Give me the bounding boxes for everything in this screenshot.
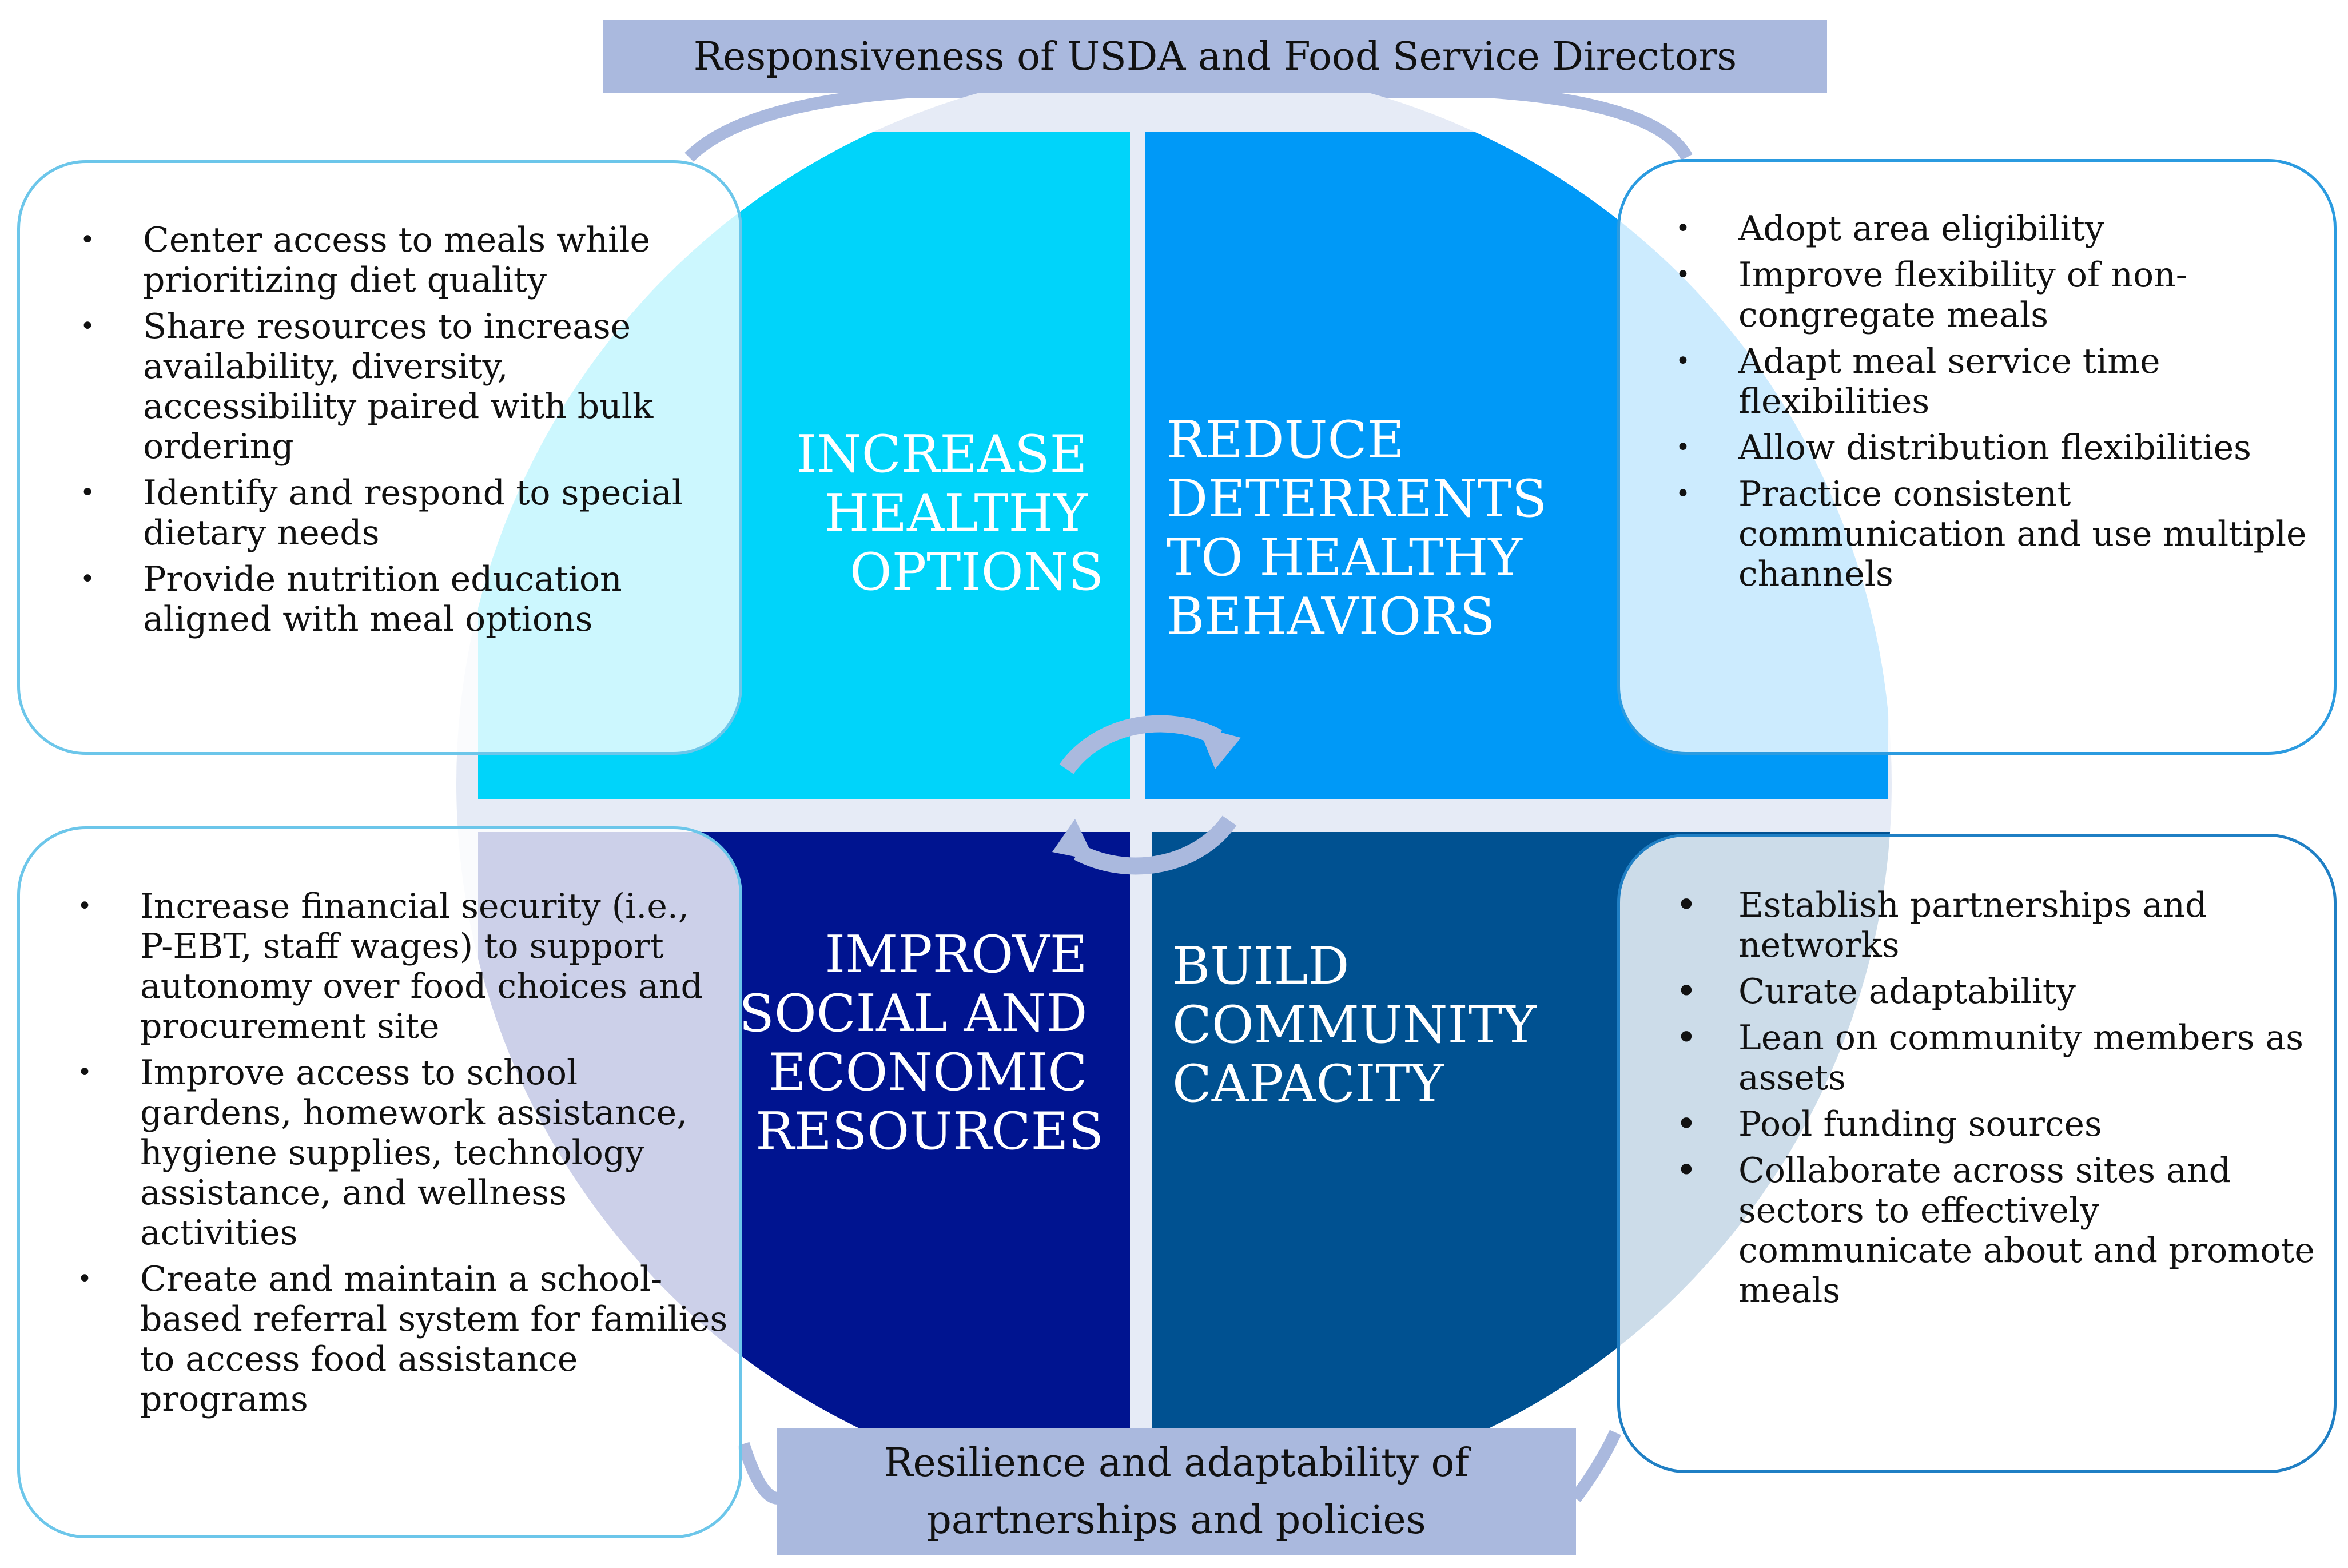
bullet-icon: • [1676, 479, 1690, 508]
cycle-arrowhead-icon [1052, 819, 1095, 861]
list-item: •Curate adaptability [1676, 970, 2076, 1013]
title-increase-healthy-options: INCREASE HEALTHY OPTIONS [796, 424, 1104, 602]
title-build-community-capacity: BUILD COMMUNITY CAPACITY [1172, 936, 1553, 1114]
list-item: •Identify and respond to special dietary… [80, 473, 683, 553]
strategy-box-reduce-deterrents [1617, 159, 2337, 755]
strategy-box-improve-social-economic [17, 826, 742, 1538]
list-item: •Share resources to increase availabilit… [80, 307, 654, 467]
title-line: SOCIAL AND [739, 984, 1087, 1044]
bullet-list-improve-social-economic: •Increase financial security (i.e., P-EB… [20, 886, 729, 1426]
list-item: •Practice consistent communication and u… [1676, 474, 2307, 594]
banner-resilience: Resilience and adaptability of partnersh… [777, 1428, 1576, 1555]
title-line: TO HEALTHY [1167, 528, 1523, 588]
list-item: •Lean on community members as assets [1676, 1017, 2304, 1098]
bullet-icon: • [80, 225, 95, 254]
title-line: CAPACITY [1172, 1054, 1445, 1114]
bullet-icon: • [1676, 347, 1690, 376]
bottom-connector-arc [737, 1430, 1622, 1505]
cycle-arrows-icon [1059, 715, 1237, 875]
list-item: •Adapt meal service time flexibilities [1676, 341, 2160, 421]
list-item: •Create and maintain a school-based refe… [77, 1259, 728, 1419]
banner-text-line: partnerships and policies [926, 1498, 1426, 1543]
bullet-list-build-community-capacity: •Establish partnerships and networks •Cu… [1618, 885, 2327, 1317]
title-line: RESOURCES [755, 1101, 1104, 1161]
title-line: HEALTHY [825, 483, 1088, 543]
bullet-list-reduce-deterrents: •Adopt area eligibility •Improve flexibi… [1618, 209, 2327, 600]
list-item: •Provide nutrition education aligned wit… [80, 559, 622, 639]
bullet-icon: • [77, 1058, 92, 1087]
title-line: DETERRENTS [1167, 469, 1547, 529]
bullet-icon: • [1676, 260, 1690, 289]
bullet-icon: • [77, 1264, 92, 1294]
cycle-arrowhead-icon [1198, 726, 1241, 769]
bullet-icon: • [80, 564, 95, 594]
title-line: BUILD [1172, 936, 1349, 996]
title-improve-social-economic: IMPROVE SOCIAL AND ECONOMIC RESOURCES [739, 925, 1104, 1161]
bullet-icon: • [1676, 1017, 1697, 1059]
bullet-icon: • [1676, 214, 1690, 243]
list-item: •Increase financial security (i.e., P-EB… [77, 886, 703, 1046]
list-item: •Improve flexibility of non-congregate m… [1676, 255, 2187, 335]
list-item: •Allow distribution flexibilities [1676, 428, 2251, 468]
list-item: •Pool funding sources [1676, 1103, 2102, 1145]
title-line: COMMUNITY [1172, 995, 1537, 1055]
bullet-list-increase-healthy-options: •Center access to meals while prioritizi… [23, 220, 732, 646]
strategy-box-build-community-capacity [1617, 834, 2337, 1473]
bullet-icon: • [1676, 1103, 1697, 1145]
title-reduce-deterrents: REDUCE DETERRENTS TO HEALTHY BEHAVIORS [1167, 410, 1563, 647]
title-line: INCREASE [796, 424, 1087, 484]
bullet-icon: • [1676, 884, 1697, 926]
bullet-icon: • [1676, 433, 1690, 462]
strategy-box-increase-healthy-options [17, 160, 742, 755]
bullet-icon: • [77, 892, 92, 921]
title-line: ECONOMIC [769, 1042, 1087, 1103]
banner-responsiveness: Responsiveness of USDA and Food Service … [603, 20, 1827, 93]
list-item: •Adopt area eligibility [1676, 209, 2104, 249]
list-item: •Collaborate across sites and sectors to… [1676, 1149, 2315, 1311]
title-line: BEHAVIORS [1167, 587, 1495, 647]
bullet-icon: • [1676, 1149, 1697, 1192]
list-item: •Center access to meals while prioritizi… [80, 220, 650, 300]
banner-text: Responsiveness of USDA and Food Service … [693, 34, 1737, 79]
list-item: •Improve access to school gardens, homew… [77, 1053, 688, 1253]
title-line: OPTIONS [850, 542, 1104, 602]
title-line: REDUCE [1167, 410, 1404, 470]
banner-text-line: Resilience and adaptability of [884, 1440, 1469, 1486]
list-item: •Establish partnerships and networks [1676, 884, 2207, 965]
bullet-icon: • [80, 478, 95, 507]
bullet-icon: • [80, 312, 95, 341]
bullet-icon: • [1676, 970, 1697, 1013]
title-line: IMPROVE [825, 925, 1087, 985]
